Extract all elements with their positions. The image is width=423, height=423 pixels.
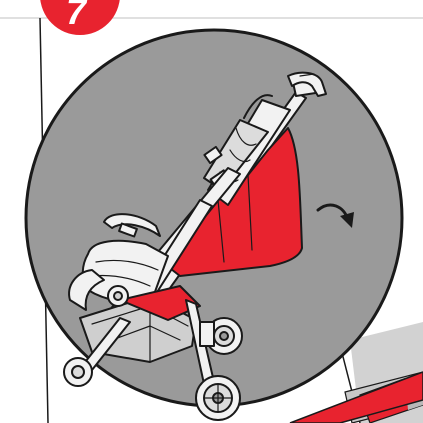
step-number: 7	[66, 0, 88, 32]
step-badge: 7	[40, 0, 120, 35]
wheel-rear	[196, 376, 240, 420]
wheel-front	[64, 358, 92, 386]
